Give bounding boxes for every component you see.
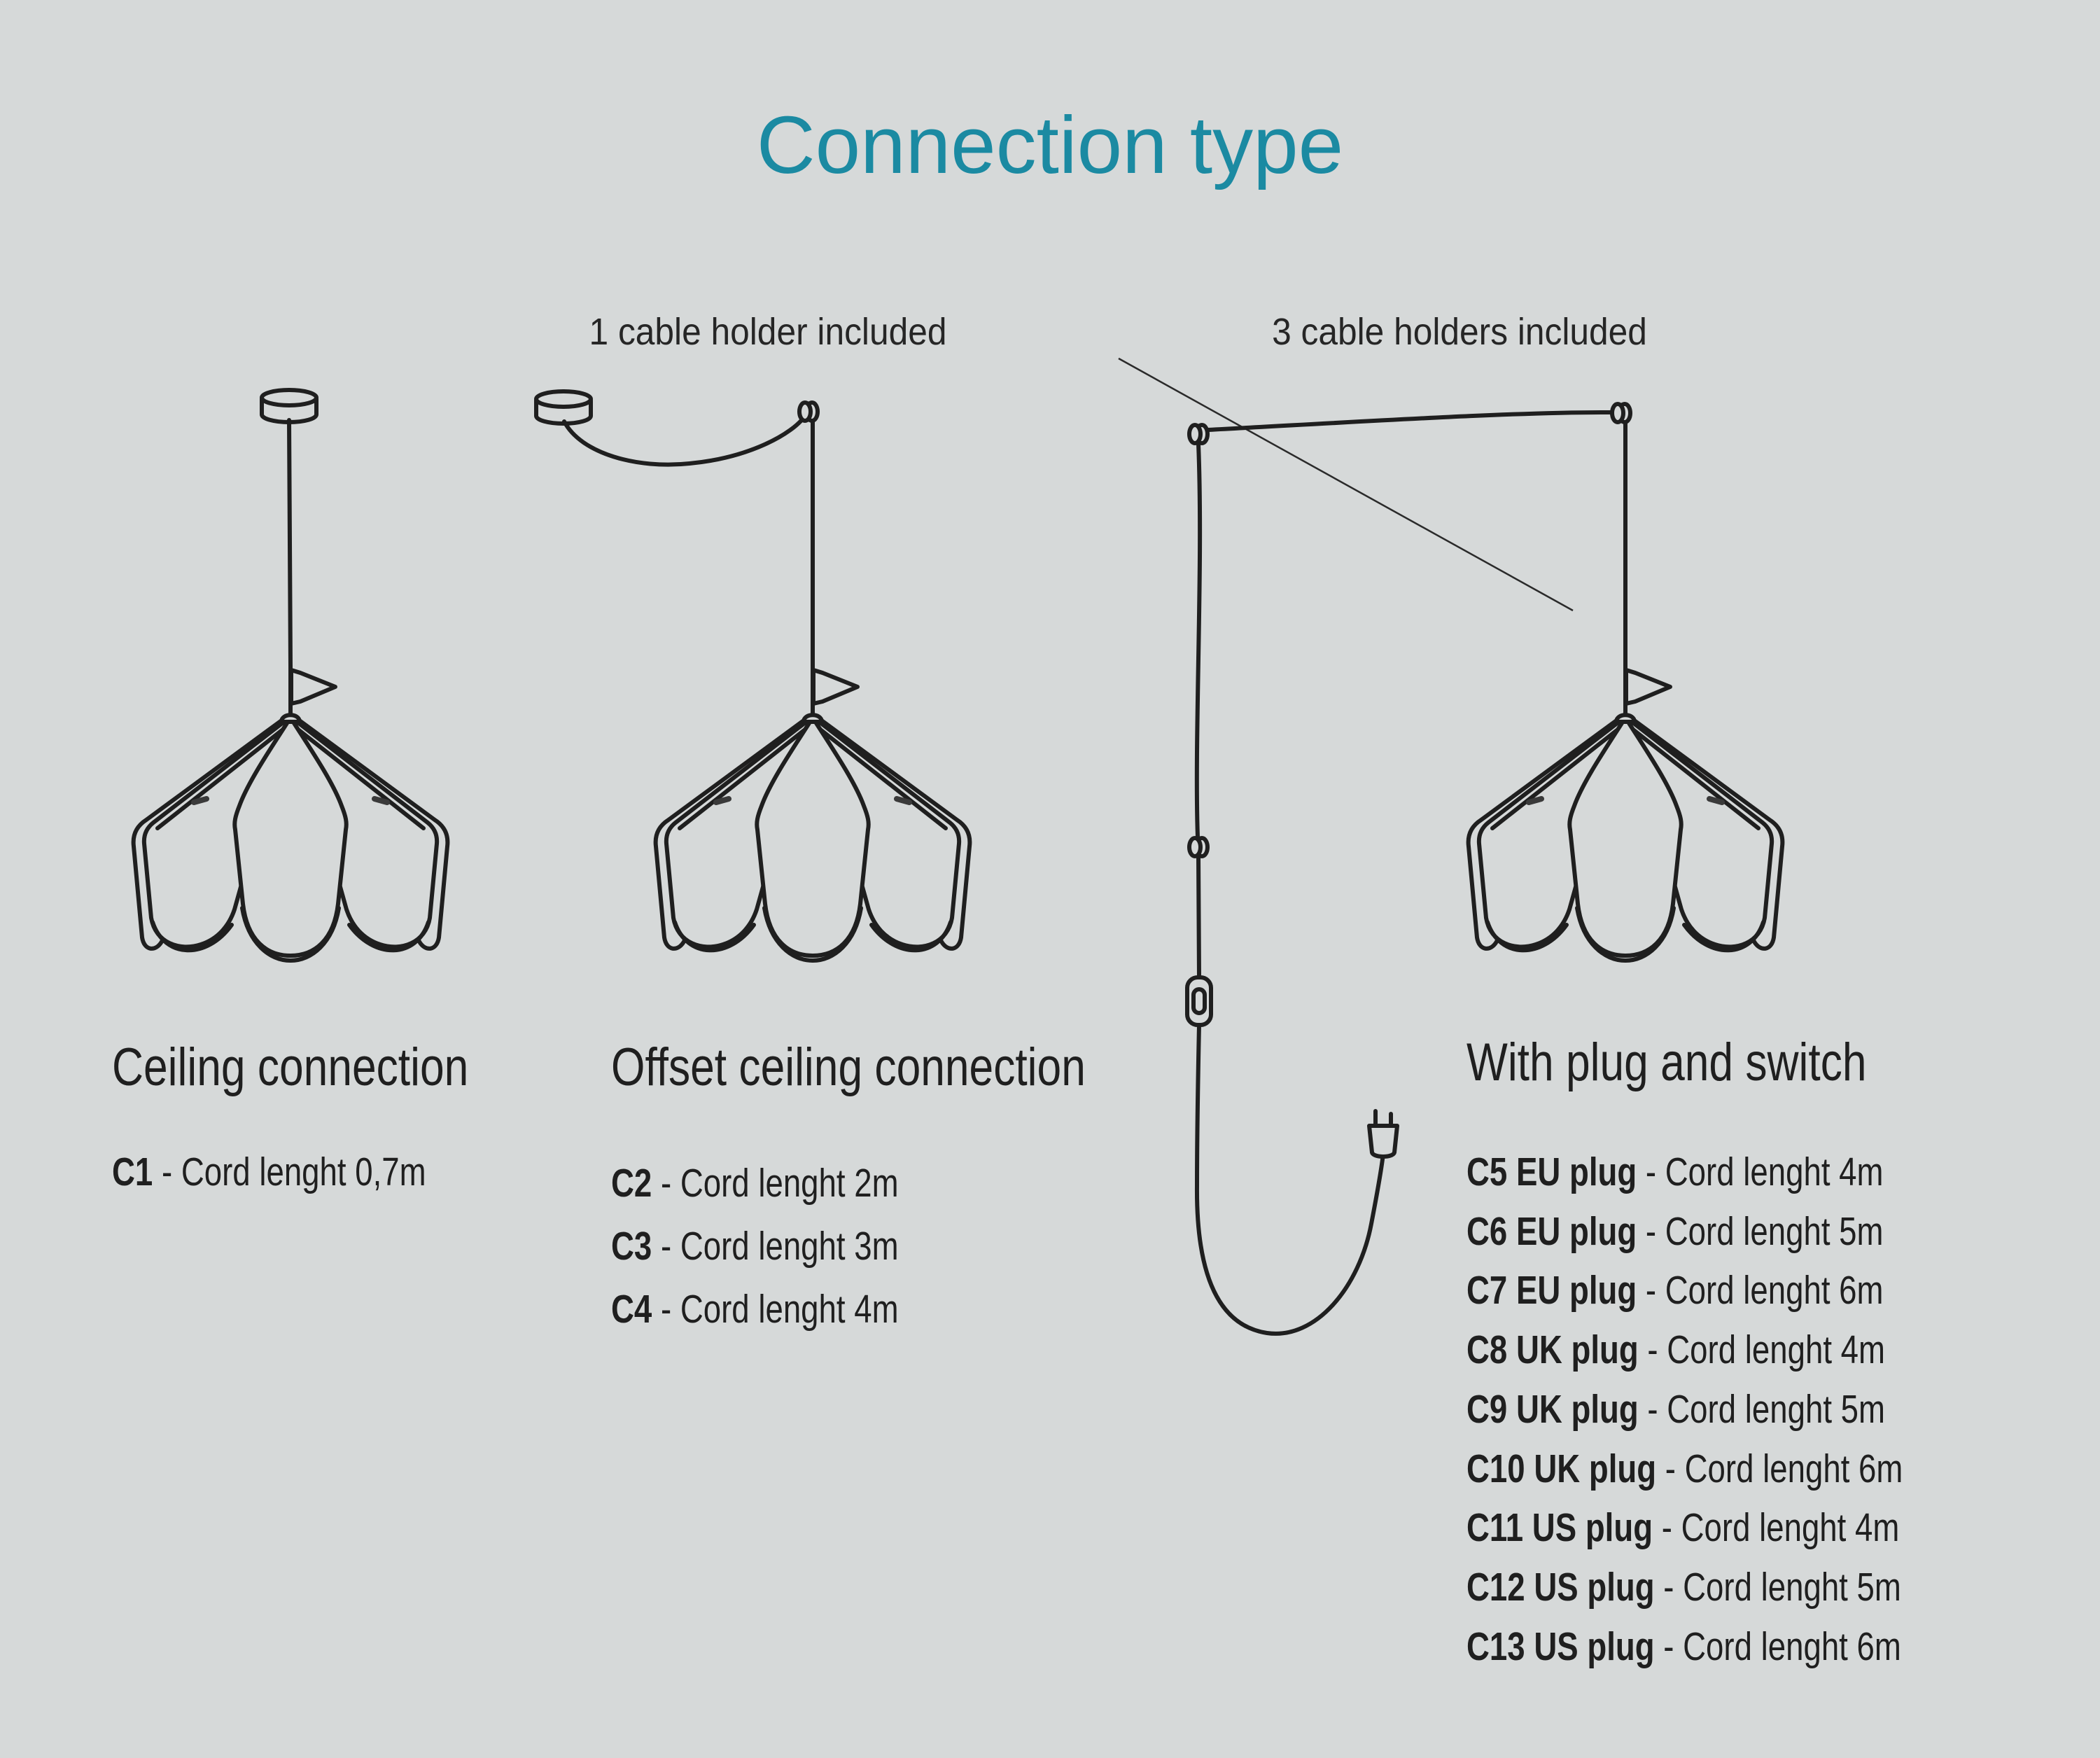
option-desc: - Cord lenght 5m bbox=[1638, 1386, 1886, 1432]
connection-option: C2 - Cord lenght 2m bbox=[611, 1152, 899, 1215]
power-plug-icon bbox=[1369, 1111, 1397, 1157]
option-code: C6 EU plug bbox=[1466, 1208, 1637, 1254]
option-desc: - Cord lenght 6m bbox=[1656, 1446, 1903, 1491]
cord-line bbox=[1194, 442, 1203, 839]
section-heading-plug-switch: With plug and switch bbox=[1466, 1033, 1867, 1092]
option-desc: - Cord lenght 4m bbox=[1638, 1327, 1886, 1373]
pendant-lampshade-illustration bbox=[134, 666, 448, 961]
option-code: C2 bbox=[611, 1161, 652, 1206]
connection-option: C4 - Cord lenght 4m bbox=[611, 1278, 899, 1341]
cord-line bbox=[1194, 1023, 1385, 1336]
offset-options-list: C2 - Cord lenght 2m C3 - Cord lenght 3m … bbox=[611, 1152, 899, 1341]
connection-option: C12 US plug - Cord lenght 5m bbox=[1466, 1558, 1903, 1617]
option-code: C13 US plug bbox=[1466, 1624, 1655, 1669]
annotation-line bbox=[1118, 357, 1574, 612]
connection-option: C5 EU plug - Cord lenght 4m bbox=[1466, 1143, 1903, 1202]
connection-option: C1 - Cord lenght 0,7m bbox=[112, 1143, 426, 1202]
offset-cable-holder-note: 1 cable holder included bbox=[589, 311, 947, 353]
option-code: C11 US plug bbox=[1466, 1505, 1653, 1551]
option-desc: - Cord lenght 5m bbox=[1654, 1564, 1901, 1610]
ceiling-options-list: C1 - Cord lenght 0,7m bbox=[112, 1143, 426, 1202]
connection-option: C3 - Cord lenght 3m bbox=[611, 1215, 899, 1278]
plug-cable-holders-note: 3 cable holders included bbox=[1272, 311, 1647, 353]
pendant-lampshade-illustration bbox=[656, 666, 970, 961]
ceiling-canopy-icon bbox=[536, 391, 591, 424]
option-desc: - Cord lenght 3m bbox=[652, 1224, 899, 1269]
connection-option: C7 EU plug - Cord lenght 6m bbox=[1466, 1261, 1903, 1320]
page-title: Connection type bbox=[756, 99, 1344, 190]
cord-line bbox=[562, 414, 807, 467]
option-code: C9 UK plug bbox=[1466, 1386, 1639, 1432]
connection-option: C11 US plug - Cord lenght 4m bbox=[1466, 1498, 1903, 1558]
section-heading-offset: Offset ceiling connection bbox=[611, 1038, 1086, 1097]
cord-line bbox=[1196, 855, 1201, 979]
option-code: C3 bbox=[611, 1224, 652, 1269]
diagram-plug-and-switch bbox=[1118, 357, 1783, 1336]
connection-option: C8 UK plug - Cord lenght 4m bbox=[1466, 1320, 1903, 1380]
option-code: C10 UK plug bbox=[1466, 1446, 1657, 1491]
cable-holder-icon bbox=[799, 403, 818, 421]
option-code: C5 EU plug bbox=[1466, 1150, 1637, 1194]
option-code: C4 bbox=[611, 1287, 652, 1332]
option-code: C8 UK plug bbox=[1466, 1327, 1639, 1373]
option-desc: - Cord lenght 0,7m bbox=[153, 1150, 426, 1194]
diagram-offset-ceiling-connection bbox=[536, 391, 969, 961]
connection-option: C10 UK plug - Cord lenght 6m bbox=[1466, 1439, 1903, 1499]
option-code: C7 EU plug bbox=[1466, 1268, 1637, 1313]
cable-holder-icon bbox=[1189, 425, 1208, 443]
cord-line bbox=[287, 418, 293, 669]
cord-switch-icon bbox=[1187, 977, 1211, 1025]
option-desc: - Cord lenght 6m bbox=[1637, 1268, 1884, 1313]
diagram-ceiling-connection bbox=[134, 390, 448, 961]
section-heading-ceiling: Ceiling connection bbox=[112, 1038, 469, 1097]
option-code: C1 bbox=[112, 1150, 153, 1194]
connection-option: C13 US plug - Cord lenght 6m bbox=[1466, 1617, 1903, 1677]
option-desc: - Cord lenght 4m bbox=[1653, 1505, 1900, 1551]
option-desc: - Cord lenght 5m bbox=[1637, 1208, 1884, 1254]
cable-holder-icon bbox=[1189, 838, 1208, 856]
connection-option: C9 UK plug - Cord lenght 5m bbox=[1466, 1380, 1903, 1439]
pendant-lampshade-illustration bbox=[1469, 666, 1783, 961]
plug-options-list: C5 EU plug - Cord lenght 4m C6 EU plug -… bbox=[1466, 1143, 1903, 1676]
option-desc: - Cord lenght 4m bbox=[652, 1287, 899, 1332]
cable-holder-icon bbox=[1612, 404, 1630, 422]
option-desc: - Cord lenght 2m bbox=[652, 1161, 899, 1206]
cord-line bbox=[1206, 410, 1614, 432]
option-code: C12 US plug bbox=[1466, 1564, 1655, 1610]
option-desc: - Cord lenght 6m bbox=[1654, 1624, 1901, 1669]
connection-option: C6 EU plug - Cord lenght 5m bbox=[1466, 1202, 1903, 1262]
option-desc: - Cord lenght 4m bbox=[1637, 1150, 1884, 1194]
ceiling-canopy-icon bbox=[262, 390, 316, 422]
